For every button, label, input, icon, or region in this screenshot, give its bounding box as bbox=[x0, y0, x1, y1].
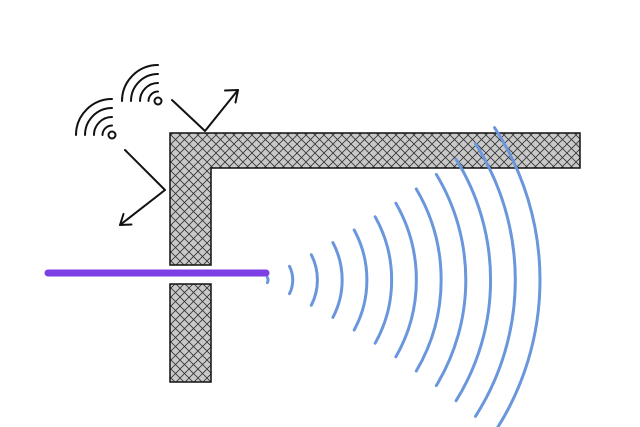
wifi-signal-icon bbox=[121, 64, 163, 106]
wifi-arc bbox=[101, 124, 113, 136]
wifi-dot bbox=[107, 130, 117, 140]
wifi-arc bbox=[139, 82, 159, 102]
wave-arc bbox=[309, 253, 319, 307]
wave-arc bbox=[454, 157, 492, 403]
radio-waves bbox=[265, 126, 542, 427]
wave-arc bbox=[414, 187, 443, 373]
wave-arc bbox=[394, 201, 418, 359]
wifi-arc bbox=[75, 98, 113, 136]
wifi-arc bbox=[147, 90, 159, 102]
wall-lower-segment bbox=[169, 283, 212, 383]
reflection-arrow-upper bbox=[171, 89, 239, 132]
wifi-arc bbox=[130, 73, 159, 102]
wave-arc bbox=[288, 264, 295, 296]
wifi-signal-icon bbox=[75, 98, 117, 140]
wave-arc bbox=[331, 241, 344, 319]
wifi-arc bbox=[121, 64, 159, 102]
wall-l-shape bbox=[169, 132, 581, 266]
wave-arc bbox=[434, 172, 468, 388]
wave-arc bbox=[474, 142, 517, 418]
wave-arc bbox=[265, 275, 270, 285]
reflection-arrow-lower bbox=[119, 149, 166, 226]
arrowhead bbox=[119, 213, 133, 226]
wall-structure bbox=[169, 132, 581, 383]
arrowhead bbox=[224, 89, 239, 104]
wave-arc bbox=[373, 215, 394, 345]
wave-arc bbox=[493, 126, 542, 427]
wifi-arc bbox=[84, 107, 113, 136]
wifi-dot bbox=[153, 96, 163, 106]
wave-arc bbox=[352, 228, 369, 332]
wifi-arc bbox=[93, 116, 113, 136]
